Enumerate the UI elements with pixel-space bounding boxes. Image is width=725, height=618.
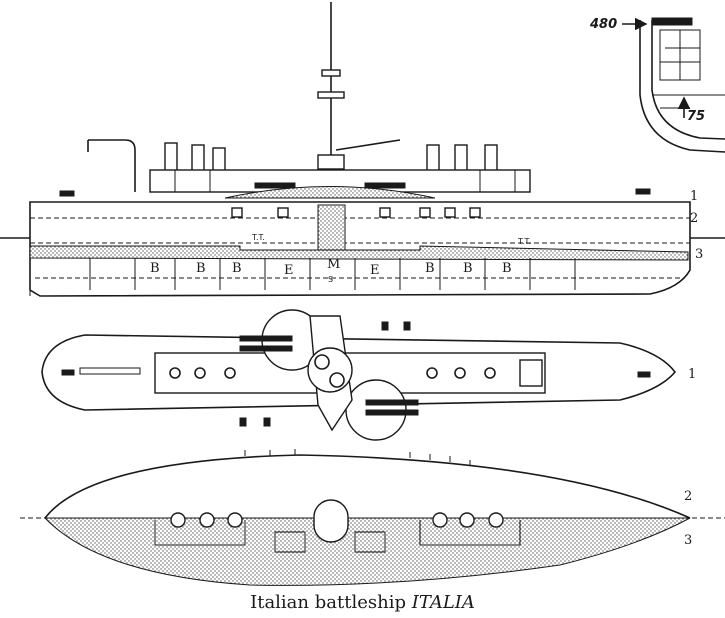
- figure-caption: Italian battleship ITALIA: [0, 592, 725, 613]
- lower-deck-plan: 2 3: [20, 449, 725, 586]
- profile-level-label: 3: [695, 247, 703, 262]
- compartment-label: B: [463, 261, 473, 276]
- compartment-label: M: [327, 257, 340, 272]
- lower-level-label: 3: [684, 533, 692, 548]
- torpedo-tube-mark: T.T.: [251, 233, 265, 242]
- compartment-label: B: [150, 261, 160, 276]
- caption-prefix: Italian battleship: [250, 592, 406, 613]
- compartment-label: B: [232, 261, 242, 276]
- compartment-label: B: [502, 261, 512, 276]
- gun-ports: [231, 207, 481, 218]
- compartment-label: E: [370, 263, 380, 278]
- plan-level-label: 1: [688, 367, 696, 382]
- caption-ship-name: ITALIA: [411, 592, 475, 613]
- deck-plan: 1: [41, 309, 696, 441]
- compartment-label: E: [284, 263, 294, 278]
- midship-section: 480 75: [589, 17, 725, 153]
- profile-level-label: 2: [690, 211, 698, 226]
- side-profile: B B B E M E B B B T.T. T.T. S 1 2 3: [0, 2, 725, 297]
- profile-level-label: 1: [690, 189, 698, 204]
- compartment-label: B: [425, 261, 435, 276]
- compartment-label: B: [196, 261, 206, 276]
- compartment-mark: S: [328, 275, 333, 284]
- section-dimension-480: 480: [589, 17, 617, 32]
- torpedo-tube-mark: T.T.: [517, 237, 531, 246]
- lower-level-label: 2: [684, 489, 692, 504]
- section-dimension-75: 75: [687, 109, 705, 124]
